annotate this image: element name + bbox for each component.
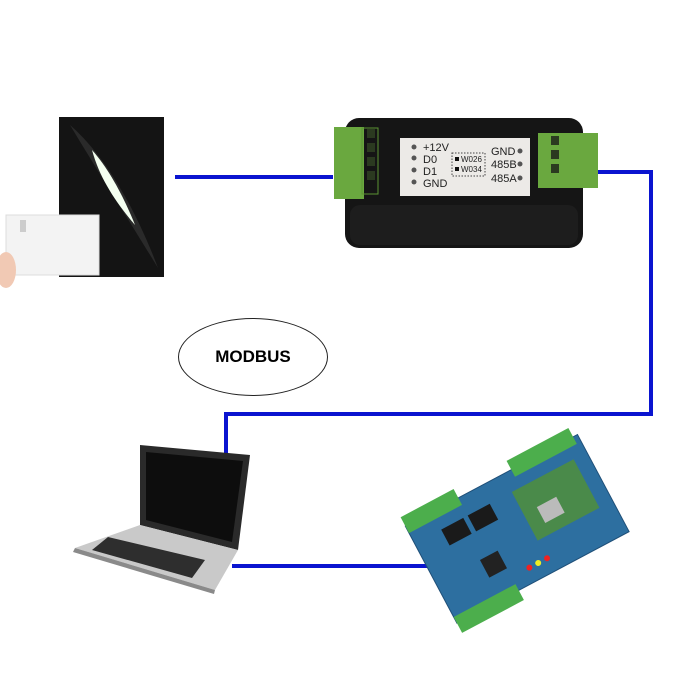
right-terminal-block [538, 133, 598, 188]
terminal-gnd-right: GND [491, 146, 516, 158]
terminal-strip [400, 489, 463, 534]
card-reader [0, 117, 164, 288]
terminal-d1: D1 [423, 166, 437, 178]
mode-w034: W034 [461, 165, 482, 174]
modbus-label: MODBUS [178, 318, 328, 396]
wires [175, 170, 653, 568]
laptop [73, 445, 250, 594]
terminal-d0: D0 [423, 154, 437, 166]
converter-label [400, 138, 530, 196]
wire-converter-laptop [224, 170, 653, 456]
terminal-485a: 485A [491, 173, 517, 185]
hand [0, 252, 16, 288]
ethernet-port [536, 496, 565, 523]
terminal-12v: +12V [423, 142, 450, 154]
rfid-card [5, 214, 100, 276]
terminal-gnd-left: GND [423, 178, 448, 190]
chip [479, 550, 508, 578]
mode-w026: W026 [461, 155, 482, 164]
left-terminal-block [334, 127, 364, 199]
relay [467, 503, 499, 532]
relay [441, 517, 472, 546]
laptop-screen [146, 452, 243, 542]
access-control-board [400, 428, 630, 633]
laptop-keyboard [92, 537, 205, 578]
terminal-strip [506, 428, 577, 477]
terminal-485b: 485B [491, 159, 517, 171]
reader-led [92, 150, 135, 225]
wiegand-converter: +12V D0 D1 GND GND 485B 485A W026 W034 [334, 118, 598, 248]
terminal-strip [453, 584, 524, 633]
